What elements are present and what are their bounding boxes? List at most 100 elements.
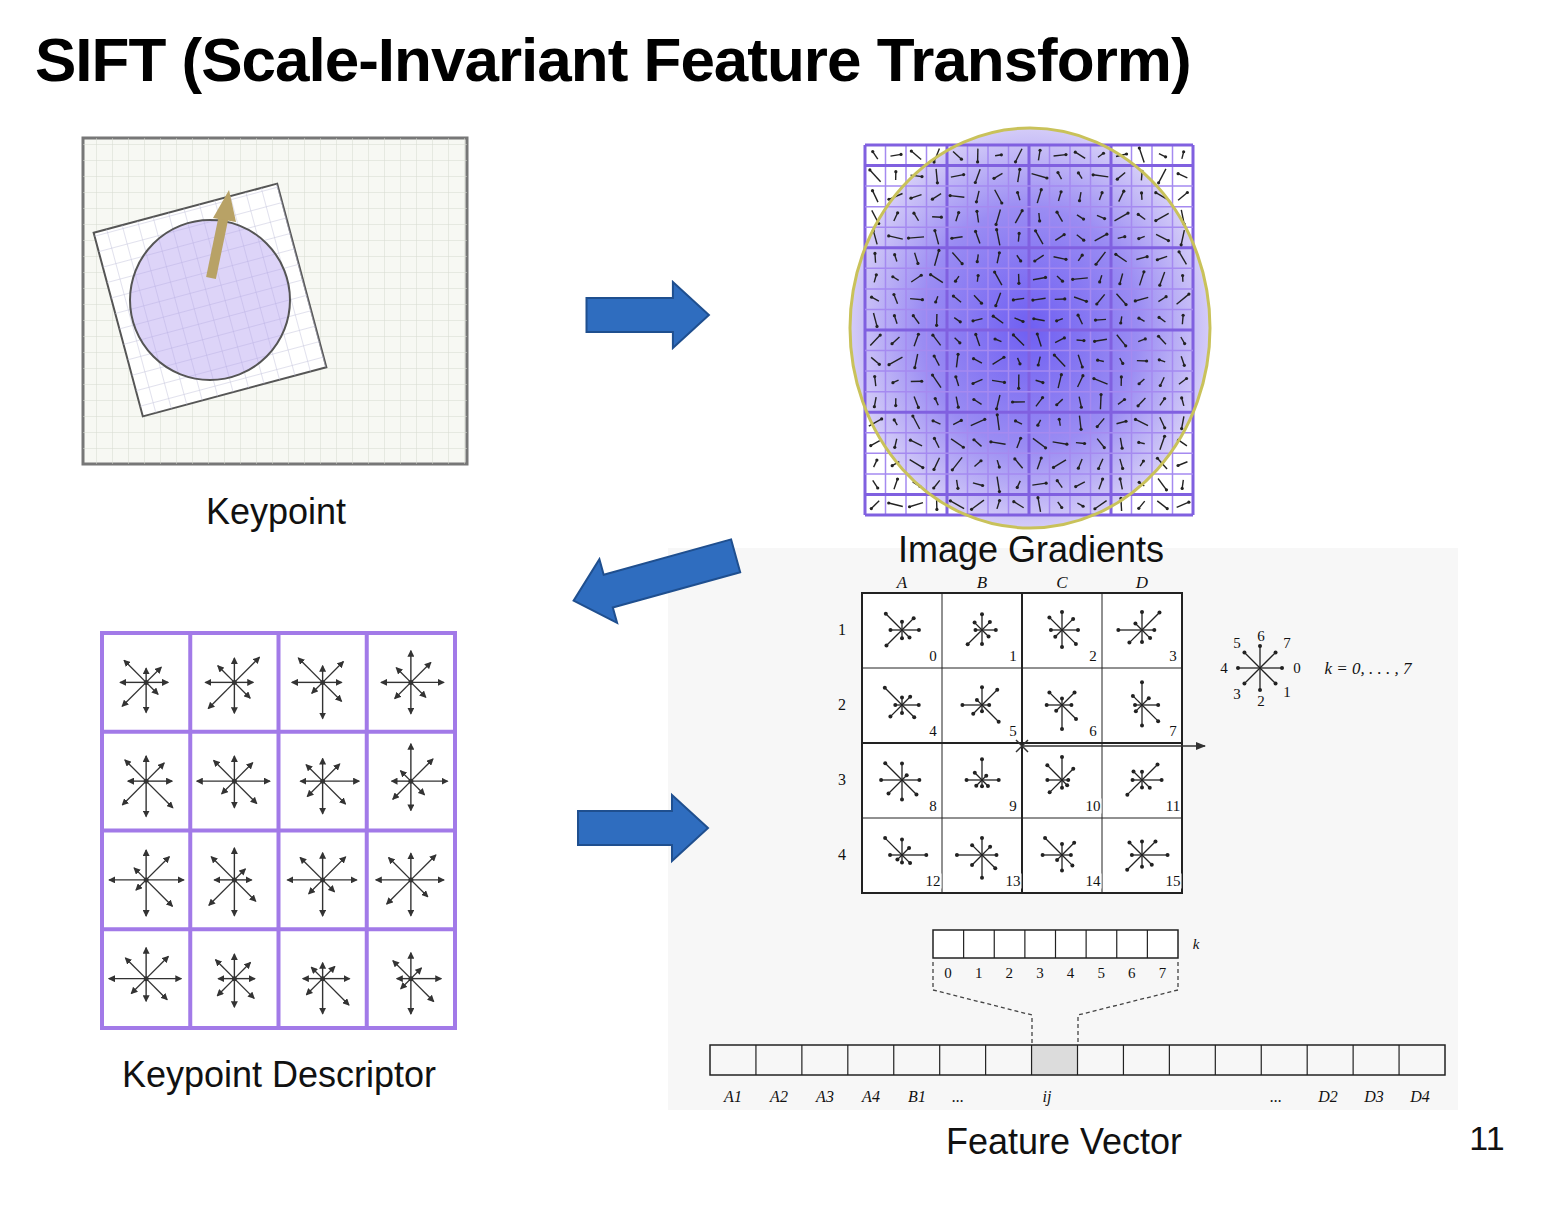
vector-divider: [1123, 1045, 1124, 1075]
bin-dot: [1045, 703, 1049, 707]
gradient-dot: [1163, 435, 1166, 438]
bin-line: [981, 759, 982, 780]
gradient-stroke: [873, 191, 878, 203]
bin-dot: [1157, 611, 1161, 615]
gradient-stroke: [1159, 336, 1166, 344]
gradient-stroke: [1181, 230, 1184, 245]
bin-line: [1129, 842, 1142, 855]
gradient-dot: [1176, 464, 1179, 467]
histogram-arrow: [234, 682, 235, 713]
bin-dot: [883, 761, 887, 765]
gradient-dot: [1096, 425, 1099, 428]
gradient-stroke: [1136, 257, 1147, 260]
gradient-stroke: [1095, 501, 1107, 509]
gradient-dot: [1103, 446, 1106, 449]
bin-line: [1062, 692, 1075, 705]
gradient-dot: [1019, 437, 1022, 440]
gradient-grid-illustration: [850, 128, 1210, 528]
gradient-dot: [1065, 443, 1068, 446]
gradient-dot: [870, 507, 873, 510]
gradient-dot: [949, 194, 952, 197]
histogram-arrow: [209, 880, 234, 905]
gradient-stroke: [1135, 297, 1148, 301]
caption-row: Image Gradients: [805, 530, 1257, 570]
bin-line: [1141, 682, 1142, 705]
bin-dot: [1148, 786, 1152, 790]
bin-line: [982, 779, 999, 780]
star-center: [320, 680, 325, 685]
bin-line: [901, 780, 902, 799]
gradient-dot: [1033, 259, 1036, 262]
gradient-dot: [1036, 424, 1039, 427]
gradient-dot: [1121, 362, 1124, 365]
gradient-stroke: [913, 416, 920, 429]
gradient-dot: [1082, 505, 1085, 508]
diagram-label: 11: [1165, 799, 1181, 814]
bin-line: [886, 614, 902, 630]
bin-dot: [993, 866, 997, 870]
bin-dot: [994, 628, 998, 632]
gradient-stroke: [976, 191, 979, 202]
gradient-dot: [1081, 374, 1084, 377]
gradient-stroke: [1120, 479, 1122, 490]
gradient-dot: [910, 149, 913, 152]
gradient-stroke: [1156, 213, 1169, 220]
gradient-dot: [993, 270, 996, 273]
caption-row: Keypoint: [40, 492, 512, 532]
histogram-arrow: [411, 682, 426, 697]
gradient-dot: [1055, 211, 1058, 214]
bin-line: [881, 779, 902, 780]
bin-dot: [1055, 858, 1059, 862]
title: SIFT (Scale-Invariant Feature Transform): [35, 22, 1191, 98]
gradient-stroke: [871, 501, 879, 509]
histogram-arrow: [146, 780, 172, 781]
gradient-dot: [1055, 319, 1058, 322]
gradient-dot: [913, 366, 916, 369]
bin-line: [982, 629, 996, 630]
gradient-stroke: [952, 252, 962, 263]
histogram-arrow: [322, 880, 323, 916]
gradient-dot: [1124, 303, 1127, 306]
histogram-arrow: [303, 978, 323, 979]
bin-line: [885, 763, 902, 780]
gradient-dot: [1121, 467, 1124, 470]
diagram-label: 4: [1220, 661, 1228, 676]
diagram-label: 9: [1008, 799, 1018, 814]
gradient-stroke: [1035, 255, 1044, 261]
gradient-dot: [879, 333, 882, 336]
gradient-dot: [1101, 477, 1104, 480]
bin-dot: [1069, 703, 1073, 707]
gradient-stroke: [1013, 298, 1024, 299]
bin-dot: [1041, 853, 1045, 857]
gradient-dot: [920, 380, 923, 383]
diagram-label: k = 0, . . . , 7: [1324, 660, 1411, 677]
gradient-dot: [1036, 332, 1039, 335]
star-center: [320, 976, 325, 981]
gradient-dot: [1094, 318, 1097, 321]
bin-line: [1061, 757, 1062, 780]
gradient-stroke: [1093, 175, 1108, 177]
gradient-stroke: [1075, 152, 1085, 158]
gradient-dot: [940, 216, 943, 219]
histogram-arrow: [323, 880, 335, 892]
bin-line: [981, 855, 982, 878]
bin-line: [1259, 668, 1260, 690]
gradient-dot: [893, 314, 896, 317]
star-center: [232, 976, 237, 981]
gradient-stroke: [1179, 252, 1186, 265]
diagram-label: 0: [944, 966, 952, 981]
diagram-label: 12: [925, 874, 942, 889]
gradient-stroke: [1119, 191, 1124, 201]
gradient-dot: [935, 324, 938, 327]
gradient-dot: [974, 230, 977, 233]
histogram-arrow: [411, 780, 448, 781]
gradient-dot: [1177, 172, 1180, 175]
gradient-dot: [957, 406, 960, 409]
bin-line: [1045, 838, 1062, 855]
gradient-stroke: [889, 503, 903, 506]
gradient-dot: [1092, 173, 1095, 176]
bin-dot: [966, 642, 970, 646]
bin-dot: [994, 853, 998, 857]
gradient-stroke: [1097, 439, 1104, 448]
star-center: [408, 680, 413, 685]
